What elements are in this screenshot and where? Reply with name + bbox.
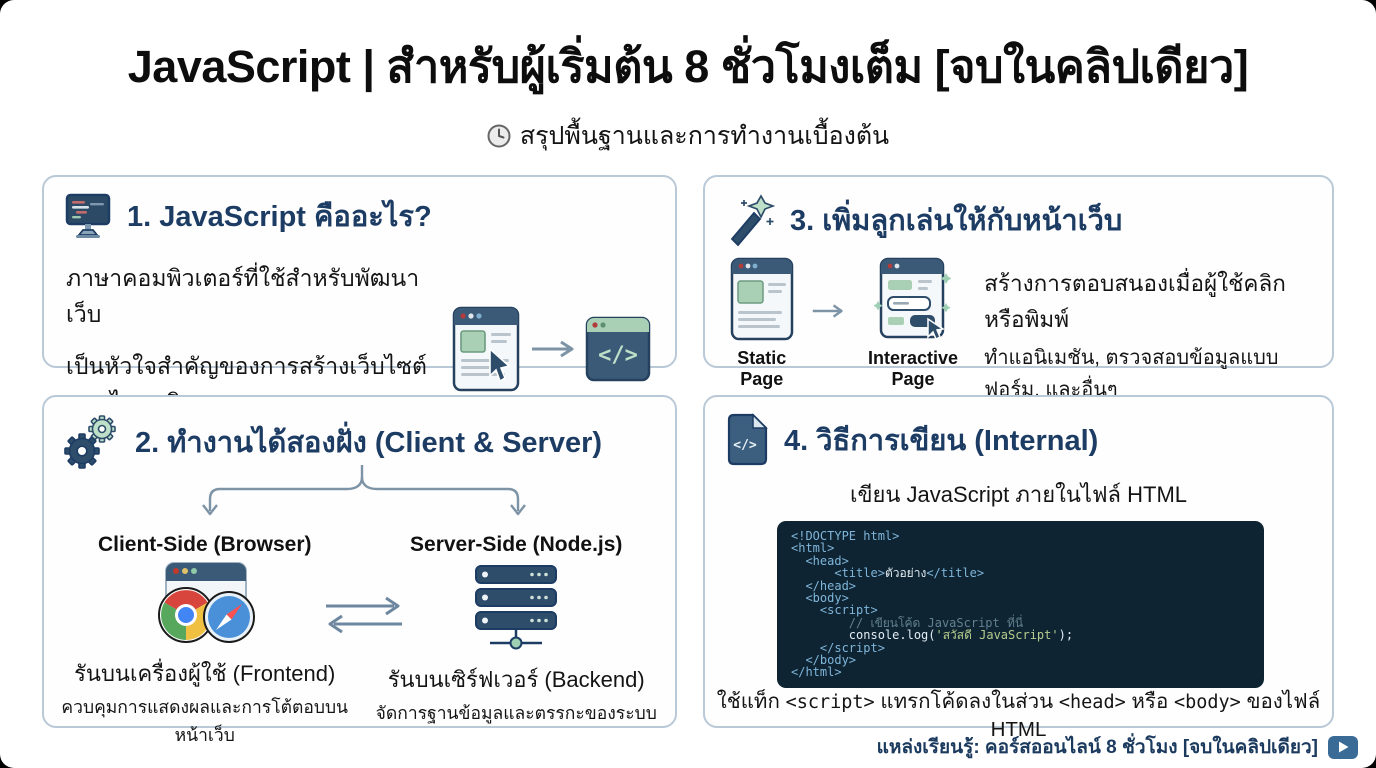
client-side-label: Client-Side (Browser) bbox=[97, 533, 312, 556]
play-button[interactable] bbox=[1328, 735, 1358, 759]
play-icon bbox=[1338, 741, 1348, 753]
arrow-right-icon bbox=[813, 303, 844, 318]
server-stack-icon bbox=[475, 565, 558, 650]
source-text: แหล่งเรียนรู้: คอร์สออนไลน์ 8 ชั่วโมง [จ… bbox=[876, 737, 1318, 758]
client-caption: รันบนเครื่องผู้ใช้ (Frontend) bbox=[74, 661, 336, 686]
branch-split-arrows bbox=[202, 465, 526, 516]
exchange-arrows-icon bbox=[326, 596, 402, 634]
client-subcaption: ควบคุมการแสดงผลและการโต้ตอบบนหน้าเว็บ bbox=[61, 697, 349, 745]
magic-wand-icon bbox=[730, 194, 775, 247]
card-how-to-write: </> 4. วิธีการเขียน (Internal) เขียน Jav… bbox=[703, 395, 1334, 741]
server-side-label: Server-Side (Node.js) bbox=[410, 533, 623, 556]
card3-title: 3. เพิ่มลูกเล่นให้กับหน้าเว็บ bbox=[790, 205, 1123, 237]
interactive-page-icon bbox=[873, 257, 952, 341]
card1-title: 1. JavaScript คืออะไร? bbox=[127, 201, 432, 233]
arrow-right-icon bbox=[532, 340, 574, 358]
svg-text:</>: </> bbox=[733, 438, 757, 453]
browsers-chrome-safari-icon bbox=[157, 562, 255, 643]
monitor-code-icon bbox=[65, 193, 111, 238]
interactive-page-figure: Interactive Page bbox=[858, 257, 968, 390]
svg-text:</>: </> bbox=[598, 343, 638, 368]
server-side-column: Server-Side (Node.js) รันบนเซิร์ฟเวอ bbox=[361, 533, 671, 749]
card4-title: 4. วิธีการเขียน (Internal) bbox=[784, 425, 1099, 457]
code-block: <!DOCTYPE html><html> <head> <title>ตัวอ… bbox=[777, 521, 1264, 688]
static-page-figure: Static Page bbox=[723, 257, 800, 390]
code-window-icon: </> bbox=[585, 316, 651, 382]
client-side-column: Client-Side (Browser) bbox=[48, 533, 361, 749]
static-page-icon bbox=[730, 257, 793, 341]
card4-subtitle: เขียน JavaScript ภายในไฟล์ HTML bbox=[849, 482, 1188, 507]
card3-line1: สร้างการตอบสนองเมื่อผู้ใช้คลิกหรือพิมพ์ bbox=[984, 271, 1286, 332]
code-file-icon: </> bbox=[727, 413, 768, 466]
card2-title: 2. ทำงานได้สองฝั่ง (Client & Server) bbox=[135, 427, 603, 459]
card-what-is-javascript: 1. JavaScript คืออะไร? ภาษาคอมพิวเตอร์ที… bbox=[42, 175, 677, 415]
server-caption: รันบนเซิร์ฟเวอร์ (Backend) bbox=[387, 667, 645, 692]
card-add-interactivity: 3. เพิ่มลูกเล่นให้กับหน้าเว็บ bbox=[703, 175, 1334, 476]
clock-icon bbox=[487, 124, 511, 148]
server-subcaption: จัดการฐานข้อมูลและตรรกะของระบบ bbox=[375, 703, 657, 723]
card-client-server: 2. ทำงานได้สองฝั่ง (Client & Server) Cli… bbox=[42, 395, 677, 745]
interactive-page-label: Interactive Page bbox=[868, 348, 959, 389]
header: JavaScript | สำหรับผู้เริ่มต้น 8 ชั่วโมง… bbox=[0, 0, 1376, 156]
card1-line1: ภาษาคอมพิวเตอร์ที่ใช้สำหรับพัฒนาเว็บ bbox=[66, 265, 420, 327]
browser-cursor-icon bbox=[452, 306, 520, 392]
footer: แหล่งเรียนรู้: คอร์สออนไลน์ 8 ชั่วโมง [จ… bbox=[877, 732, 1358, 762]
card4-note: ใช้แท็ก <script> แทรกโค้ดลงในส่วน <head>… bbox=[716, 690, 1321, 741]
page-title: JavaScript | สำหรับผู้เริ่มต้น 8 ชั่วโมง… bbox=[127, 41, 1249, 92]
page-subtitle: สรุปพื้นฐานและการทำงานเบื้องต้น bbox=[519, 122, 890, 150]
gears-icon bbox=[64, 415, 116, 469]
static-page-label: Static Page bbox=[737, 348, 787, 389]
